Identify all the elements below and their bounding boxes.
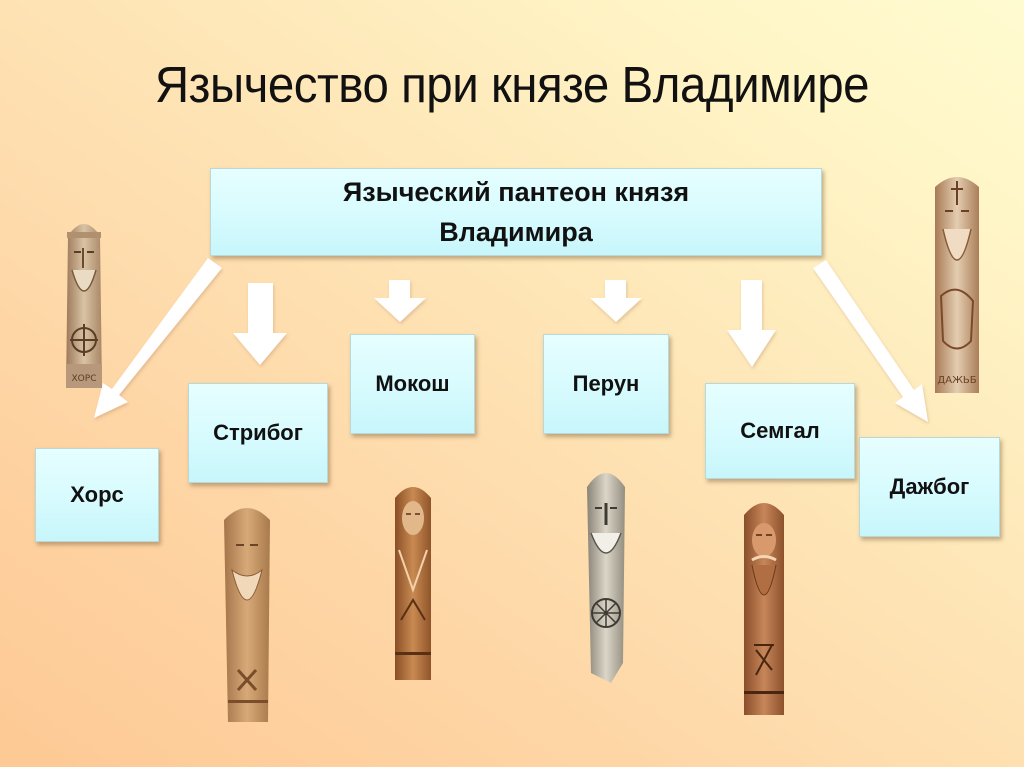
idol-perun-image — [587, 473, 625, 683]
slide-title: Язычество при князе Владимире — [154, 56, 870, 113]
pantheon-box-line1: Языческий пантеон князя — [342, 177, 690, 207]
idol-mokosh-image — [395, 487, 431, 680]
god-box-perun: Перун — [543, 334, 669, 434]
god-box-mokosh: Мокош — [350, 334, 475, 434]
god-name: Мокош — [375, 371, 450, 396]
god-name: Перун — [572, 371, 640, 396]
arrow-down-icon — [374, 280, 426, 322]
god-name: Стрибог — [213, 420, 303, 445]
god-name: Семгал — [740, 418, 820, 443]
idol-semgal-image — [744, 503, 784, 715]
svg-text:ДАЖЬБ: ДАЖЬБ — [937, 375, 976, 386]
svg-text:ХОРС: ХОРС — [72, 374, 97, 384]
arrow-diagonal-down-left-icon — [94, 258, 222, 418]
god-box-dazhbog: Дажбог — [859, 437, 1000, 537]
idol-dazhbog-image: ДАЖЬБ — [935, 177, 979, 393]
god-box-stribog: Стрибог — [188, 383, 328, 483]
god-box-semgal: Семгал — [705, 383, 855, 479]
god-name: Дажбог — [889, 474, 970, 499]
arrow-diagonal-down-right-icon — [813, 260, 928, 422]
god-name: Хорс — [70, 482, 124, 507]
god-box-khors: Хорс — [35, 448, 159, 542]
idol-khors-image: ХОРС — [66, 224, 102, 388]
arrow-down-icon — [233, 283, 287, 365]
pantheon-box: Языческий пантеон князя Владимира — [210, 168, 822, 256]
idol-stribog-image — [224, 508, 270, 722]
arrow-down-icon — [727, 280, 776, 367]
pantheon-box-line2: Владимира — [439, 217, 593, 247]
arrow-down-icon — [590, 280, 642, 322]
